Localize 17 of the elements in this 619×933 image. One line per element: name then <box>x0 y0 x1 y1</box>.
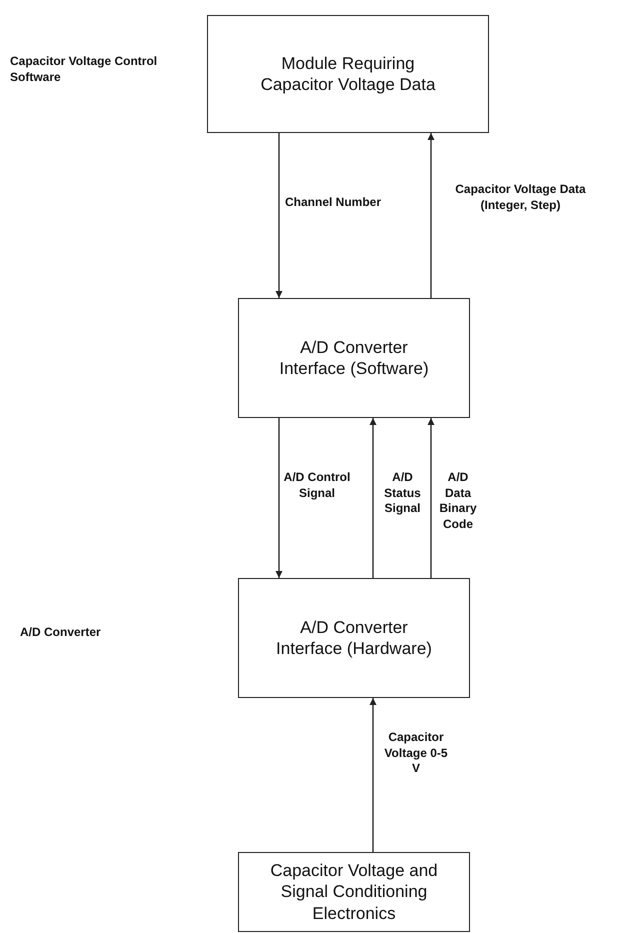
arrow <box>276 418 282 578</box>
box-text: Capacitor Voltage and Signal Conditioning Electronics <box>269 860 439 924</box>
process-box <box>207 15 489 133</box>
layer-label: Capacitor Voltage Control Software <box>10 54 158 86</box>
arrow <box>276 133 282 298</box>
box-text: A/D Converter Interface (Software) <box>278 336 430 380</box>
box-text: Module Requiring Capacitor Voltage Data <box>260 52 436 96</box>
process-box <box>238 578 470 698</box>
arrow <box>370 418 376 578</box>
box-text: A/D Converter Interface (Hardware) <box>275 616 433 660</box>
layer-label: A/D Converter <box>20 625 102 641</box>
process-box <box>238 852 470 932</box>
arrow <box>370 698 376 852</box>
arrow <box>428 133 434 298</box>
arrow <box>428 418 434 578</box>
process-box <box>238 298 470 418</box>
edge-label: A/D Control Signal <box>282 470 352 502</box>
